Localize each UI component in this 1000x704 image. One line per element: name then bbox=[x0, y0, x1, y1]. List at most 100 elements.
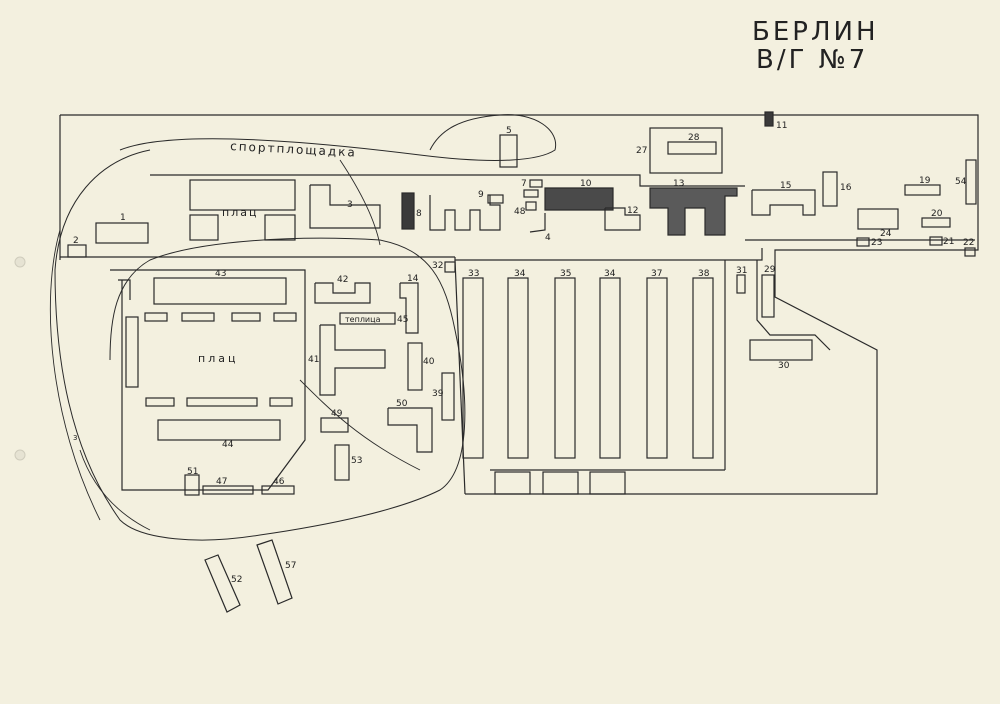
road-curve bbox=[756, 260, 831, 351]
parade-boundary bbox=[110, 269, 306, 491]
binder-hole bbox=[14, 256, 26, 268]
label-b51: 51 bbox=[187, 467, 198, 477]
building-40 bbox=[407, 342, 423, 391]
building-46 bbox=[261, 485, 295, 495]
label-b32: 32 bbox=[432, 261, 443, 271]
building-32 bbox=[444, 261, 456, 273]
label-sport-ground: спортплощадка bbox=[230, 139, 357, 160]
building-9 bbox=[429, 195, 501, 231]
label-b52: 52 bbox=[231, 575, 242, 585]
label-b14: 14 bbox=[407, 274, 419, 284]
building-57 bbox=[256, 539, 293, 605]
building-54 bbox=[965, 159, 977, 205]
label-b27: 27 bbox=[636, 146, 647, 156]
label-b8: 8 bbox=[416, 209, 422, 219]
label-b34b: 34 bbox=[604, 269, 616, 279]
label-b35: 35 bbox=[560, 269, 571, 279]
contour-line-c bbox=[49, 229, 101, 521]
building-2 bbox=[67, 244, 87, 258]
building-16 bbox=[822, 171, 838, 207]
building-13 bbox=[649, 187, 738, 236]
label-b57: 57 bbox=[285, 561, 296, 571]
label-b31: 31 bbox=[736, 266, 747, 276]
label-b41: 41 bbox=[308, 355, 319, 365]
perimeter-fence bbox=[60, 114, 979, 495]
label-b48: 48 bbox=[514, 207, 526, 217]
building-20 bbox=[921, 217, 951, 228]
building-19 bbox=[904, 184, 941, 196]
label-b5: 5 bbox=[506, 126, 512, 136]
label-b45: 45 bbox=[397, 315, 408, 325]
building-33 bbox=[462, 277, 484, 459]
building-21 bbox=[929, 236, 943, 246]
building-small bbox=[145, 397, 175, 407]
label-b12: 12 bbox=[627, 206, 638, 216]
building-45 bbox=[339, 312, 396, 325]
binder-hole bbox=[14, 449, 26, 461]
contour-line-f bbox=[299, 379, 421, 471]
road-north bbox=[150, 174, 745, 187]
label-b19: 19 bbox=[919, 176, 931, 186]
label-b40: 40 bbox=[423, 357, 435, 367]
contour-line-b bbox=[119, 114, 557, 161]
label-b3: 3 bbox=[347, 200, 353, 210]
map-title: БЕРЛИН В/Г №7 bbox=[752, 18, 879, 74]
building-29 bbox=[761, 274, 775, 318]
building-41 bbox=[319, 324, 386, 396]
label-b37: 37 bbox=[651, 269, 662, 279]
label-greenhouse: теплица bbox=[345, 315, 381, 324]
label-b43: 43 bbox=[215, 269, 226, 279]
bay bbox=[589, 471, 626, 495]
building-44 bbox=[157, 419, 281, 441]
building-47 bbox=[202, 485, 254, 495]
block-parade-north bbox=[189, 179, 296, 211]
building-51 bbox=[184, 474, 200, 496]
building-14 bbox=[399, 282, 419, 334]
title-city: БЕРЛИН bbox=[752, 17, 879, 47]
building-small bbox=[269, 397, 293, 407]
building-42 bbox=[314, 282, 371, 304]
label-b16: 16 bbox=[840, 183, 852, 193]
label-b50: 50 bbox=[396, 399, 408, 409]
building-50 bbox=[387, 407, 433, 453]
building-27 bbox=[649, 127, 723, 174]
building-48 bbox=[525, 201, 537, 211]
building-1 bbox=[95, 222, 149, 244]
label-b20: 20 bbox=[931, 209, 943, 219]
building-39 bbox=[441, 372, 455, 421]
label-b7: 7 bbox=[521, 179, 527, 189]
label-b44: 44 bbox=[222, 440, 234, 450]
label-b21: 21 bbox=[943, 237, 954, 247]
label-b49: 49 bbox=[331, 409, 343, 419]
building-34b bbox=[599, 277, 621, 459]
building-small bbox=[273, 312, 297, 322]
building-22 bbox=[964, 247, 976, 257]
building-small bbox=[181, 312, 215, 322]
building-5 bbox=[499, 134, 518, 168]
contour-line-a bbox=[54, 149, 466, 541]
label-b53: 53 bbox=[351, 456, 362, 466]
label-b28: 28 bbox=[688, 133, 700, 143]
building-52 bbox=[204, 554, 241, 613]
bay bbox=[542, 471, 579, 495]
label-b4: 4 bbox=[545, 233, 551, 243]
building-10 bbox=[544, 187, 614, 211]
label-b30: 30 bbox=[778, 361, 790, 371]
label-b34a: 34 bbox=[514, 269, 526, 279]
label-b2: 2 bbox=[73, 236, 79, 246]
building-misc-w bbox=[118, 279, 131, 300]
label-b13: 13 bbox=[673, 179, 684, 189]
label-edge-3: 3 bbox=[73, 434, 77, 442]
building-24 bbox=[857, 208, 899, 230]
label-parade-ground-2: плац bbox=[198, 352, 238, 365]
building-35 bbox=[554, 277, 576, 459]
block-parade-se bbox=[264, 214, 296, 241]
label-b29: 29 bbox=[764, 265, 776, 275]
building-9-annex bbox=[487, 194, 504, 204]
block-parade-sw bbox=[189, 214, 219, 241]
title-code: В/Г №7 bbox=[756, 45, 869, 75]
label-b11: 11 bbox=[776, 121, 787, 131]
building-23 bbox=[856, 237, 870, 247]
building-38 bbox=[692, 277, 714, 459]
building-28 bbox=[667, 141, 717, 155]
